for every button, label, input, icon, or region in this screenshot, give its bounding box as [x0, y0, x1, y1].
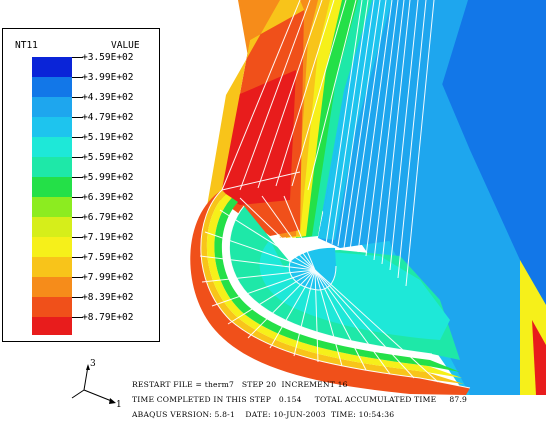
left-outer-cool	[206, 0, 304, 212]
legend-value: +4.79E+02	[82, 112, 134, 123]
legend-swatch	[32, 77, 72, 97]
legend-swatch	[32, 57, 72, 77]
legend-tick	[72, 257, 83, 258]
info-line-restart: RESTART FILE = therm7 STEP 20 INCREMENT …	[132, 380, 348, 389]
legend-tick	[72, 137, 83, 138]
legend-value: +7.99E+02	[82, 272, 134, 283]
legend-tick	[72, 197, 83, 198]
legend-value: +5.99E+02	[82, 172, 134, 183]
inner-bore-light	[318, 0, 392, 240]
legend-swatch	[32, 117, 72, 137]
legend-swatch	[32, 137, 72, 157]
mesh-lines	[199, 0, 471, 389]
contour-legend: NT11 VALUE +3.59E+02 +3.99E+02 +4.39E+02 +4…	[2, 28, 160, 342]
legend-tick	[72, 97, 83, 98]
legend-swatch	[32, 257, 72, 277]
legend-variable: NT11	[15, 40, 38, 51]
legend-tick	[72, 77, 83, 78]
legend-tick	[72, 177, 83, 178]
legend-tick	[72, 157, 83, 158]
info-line-version: ABAQUS VERSION: 5.8-1 DATE: 10-JUN-2003 …	[132, 410, 395, 419]
legend-tick	[72, 277, 83, 278]
legend-swatch	[32, 197, 72, 217]
legend-swatch	[32, 217, 72, 237]
legend-value: +3.59E+02	[82, 52, 134, 63]
legend-swatch	[32, 297, 72, 317]
legend-swatch	[32, 317, 72, 335]
cut-face-outer-ring	[190, 190, 470, 395]
cut-face-yellow-ring	[206, 194, 462, 378]
legend-tick	[72, 237, 83, 238]
legend-swatch	[32, 97, 72, 117]
legend-tick	[72, 297, 83, 298]
legend-swatch	[32, 237, 72, 257]
info-line-time: TIME COMPLETED IN THIS STEP 0.154 TOTAL …	[132, 395, 468, 404]
legend-tick	[72, 317, 83, 318]
legend-tick	[72, 217, 83, 218]
legend-tick	[72, 57, 83, 58]
cylinder-hot-rim-inner	[532, 320, 546, 395]
legend-swatch	[32, 177, 72, 197]
legend-value: +3.99E+02	[82, 72, 134, 83]
cylinder-coolest-region	[420, 0, 546, 305]
legend-value: +5.59E+02	[82, 152, 134, 163]
legend-value: +6.39E+02	[82, 192, 134, 203]
legend-value: +7.59E+02	[82, 252, 134, 263]
legend-value: +8.39E+02	[82, 292, 134, 303]
legend-value: +4.39E+02	[82, 92, 134, 103]
triad-label-1: 1	[116, 400, 122, 408]
legend-value: +7.19E+02	[82, 232, 134, 243]
legend-header: VALUE	[111, 40, 140, 51]
axis-triad-icon: 3 1	[71, 359, 122, 408]
cut-face-green-ring	[214, 198, 460, 372]
legend-value: +8.79E+02	[82, 312, 134, 323]
legend-swatch	[32, 157, 72, 177]
legend-tick	[72, 117, 83, 118]
legend-swatch	[32, 277, 72, 297]
legend-value: +6.79E+02	[82, 212, 134, 223]
triad-label-3: 3	[90, 359, 96, 369]
legend-value: +5.19E+02	[82, 132, 134, 143]
